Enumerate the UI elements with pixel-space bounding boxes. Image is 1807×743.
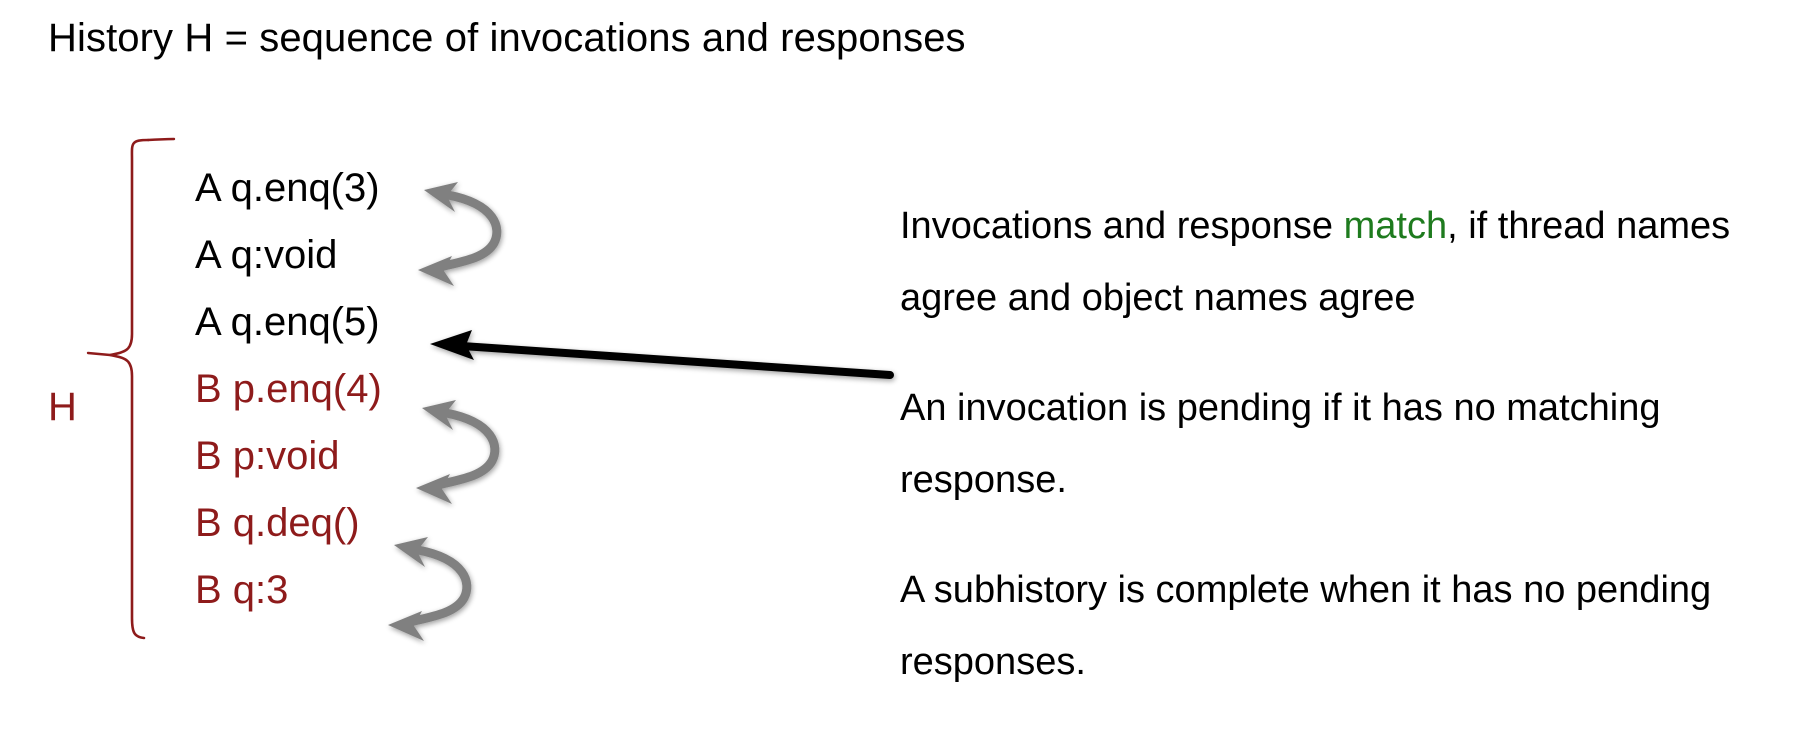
history-line: B p.enq(4): [195, 367, 382, 411]
note-match-keyword: match: [1343, 205, 1448, 247]
notes-column: Invocations and response match, if threa…: [900, 152, 1780, 736]
history-line: A q.enq(3): [195, 166, 380, 210]
note-match: Invocations and response match, if threa…: [900, 190, 1780, 334]
pending-pointer-arrow: [430, 330, 894, 379]
history-line-list: A q.enq(3) A q:void A q.enq(5) B p.enq(4…: [195, 155, 455, 624]
note-match-suffix: , if thread names agree and object names…: [900, 205, 1731, 319]
history-line: A q.enq(5): [195, 300, 380, 344]
page-title: History H = sequence of invocations and …: [48, 16, 966, 60]
history-line: B p:void: [195, 434, 340, 478]
note-pending: An invocation is pending if it has no ma…: [900, 387, 1661, 501]
note-complete: A subhistory is complete when it has no …: [900, 569, 1712, 683]
note-match-prefix: Invocations and response: [900, 205, 1344, 247]
history-line: A q:void: [195, 233, 338, 277]
curly-brace-icon: [86, 137, 176, 640]
history-line: B q.deq(): [195, 501, 360, 545]
history-line: B q:3: [195, 568, 289, 612]
history-label-h: H: [48, 385, 77, 429]
